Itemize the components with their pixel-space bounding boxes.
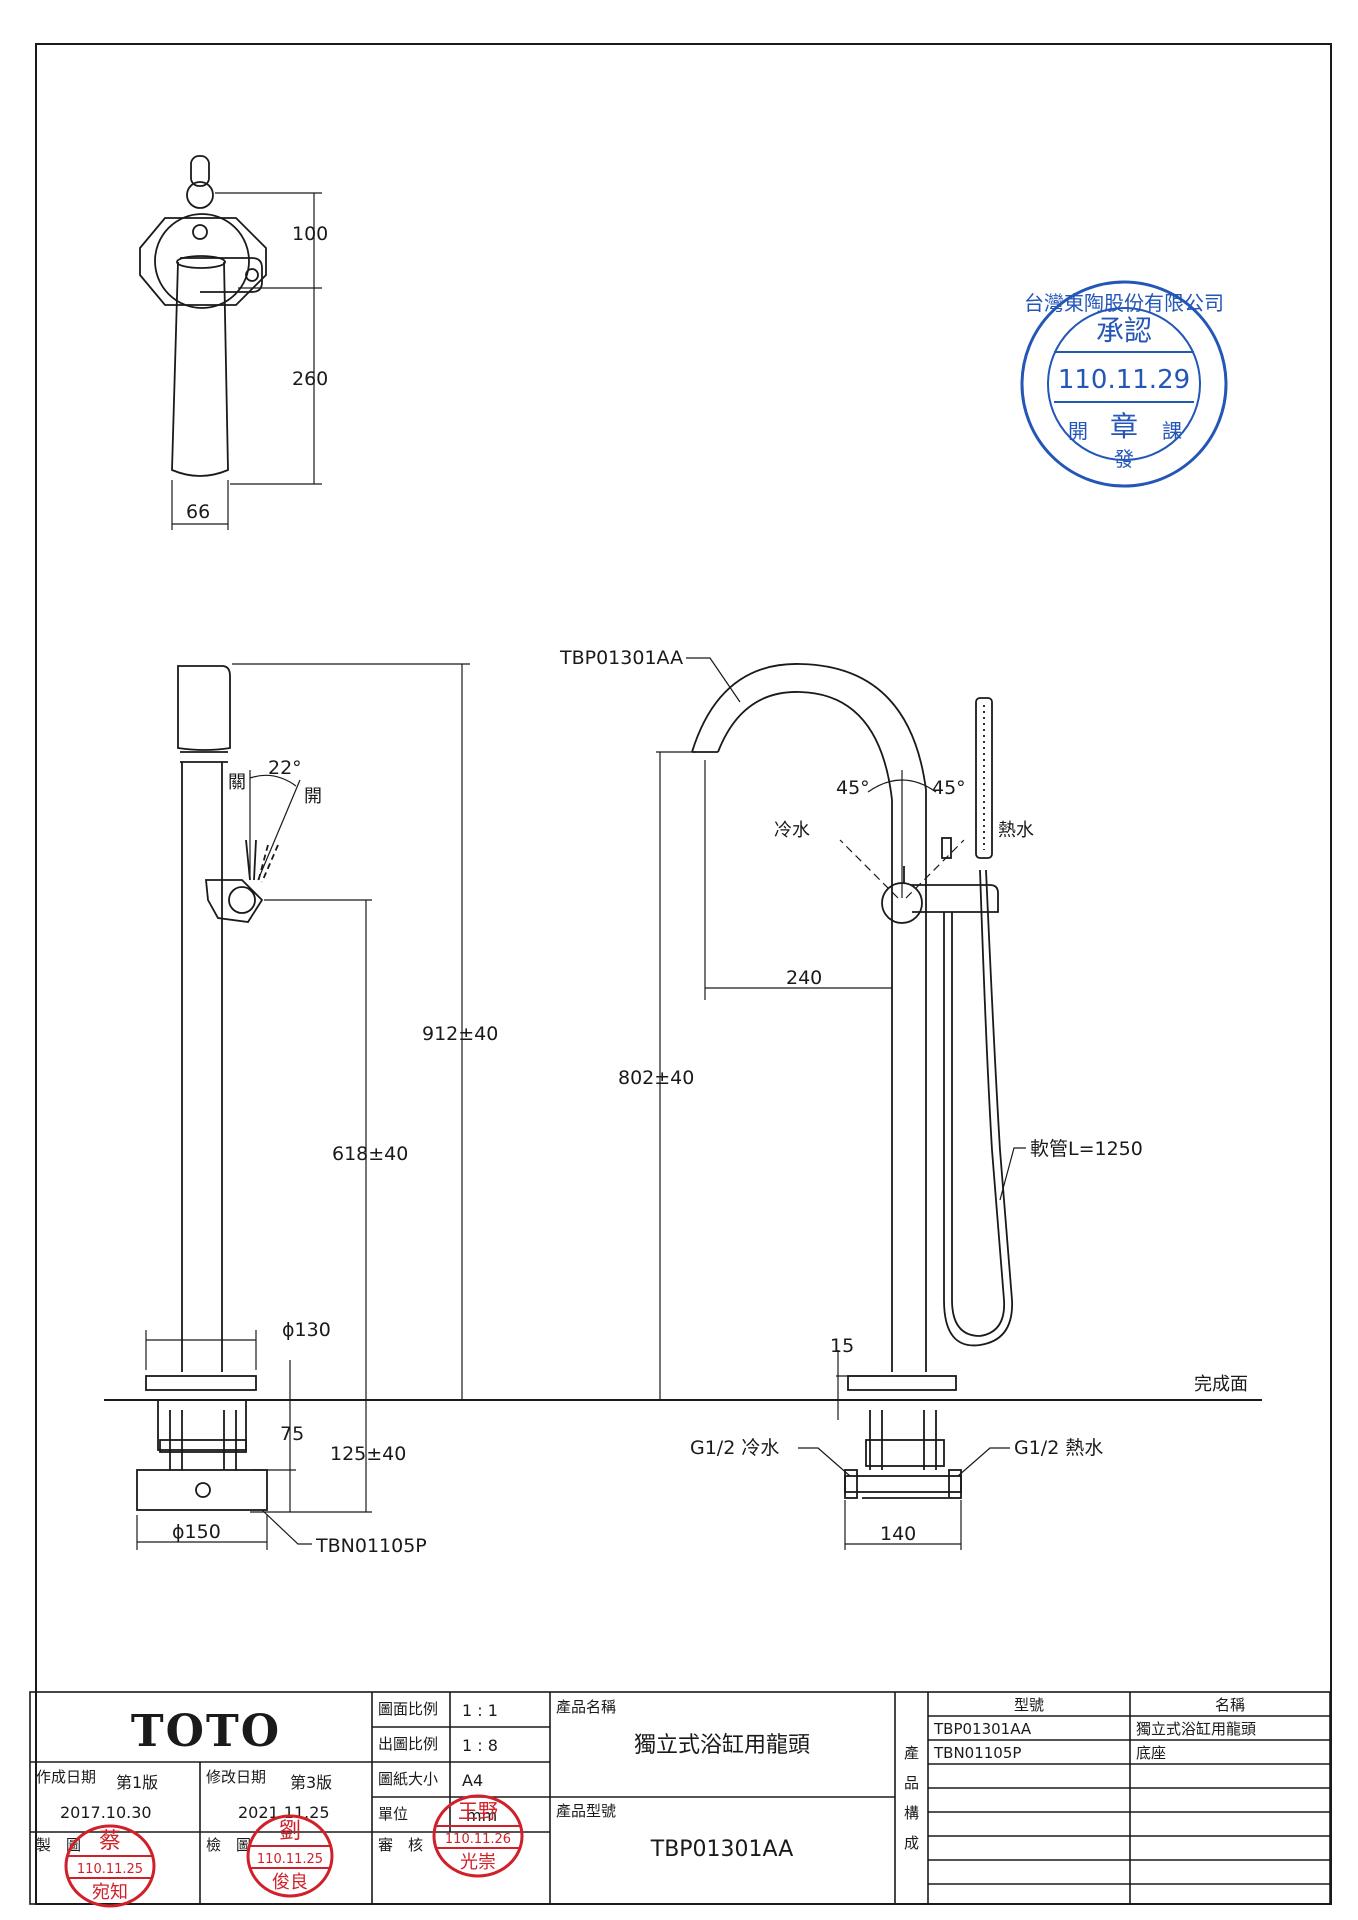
unit-value: mm xyxy=(466,1806,497,1825)
approval-dept-left: 開 xyxy=(1068,419,1088,443)
product-model: TBP01301AA xyxy=(650,1837,794,1862)
parts-header-name: 名稱 xyxy=(1215,1696,1245,1714)
maker-stamp: 蔡 110.11.25 宛知 xyxy=(64,1824,156,1908)
reviewer-stamp-bottom: 光崇 xyxy=(460,1852,496,1873)
inlet-hot: G1/2 熱水 xyxy=(1014,1437,1103,1459)
side-view xyxy=(136,665,279,1511)
reviewer-label: 審 核 xyxy=(378,1836,423,1854)
approval-title: 承認 xyxy=(1096,314,1152,347)
callout-model: TBP01301AA xyxy=(559,647,683,669)
label-close: 關 xyxy=(228,772,246,793)
approval-dept-right: 課 xyxy=(1162,419,1182,443)
angle-22: 22° xyxy=(268,757,302,779)
dim-100: 100 xyxy=(292,223,328,245)
reviewer-stamp-top: 王野 xyxy=(458,1799,498,1823)
hose-label: 軟管L=1250 xyxy=(1030,1138,1143,1160)
checker-label: 檢 圖 xyxy=(206,1836,251,1854)
dim-618: 618±40 xyxy=(332,1143,408,1165)
dim-phi150: ϕ150 xyxy=(172,1521,221,1543)
dim-75: 75 xyxy=(280,1423,304,1445)
approval-stamp xyxy=(1020,280,1228,488)
parts-row-2-name: 底座 xyxy=(1136,1744,1166,1762)
dim-912: 912±40 xyxy=(422,1023,498,1045)
dim-802: 802±40 xyxy=(618,1067,694,1089)
parts-header-model: 型號 xyxy=(1014,1696,1044,1714)
modified-version: 第3版 xyxy=(290,1773,332,1792)
approval-date: 110.11.29 xyxy=(1058,365,1190,395)
composition-char-2: 品 xyxy=(904,1774,919,1792)
approval-dept-mid: 發 xyxy=(1114,447,1134,471)
parts-row-1-model: TBP01301AA xyxy=(933,1720,1032,1738)
product-name-label: 產品名稱 xyxy=(556,1698,616,1716)
angle-left: 45° xyxy=(836,777,870,799)
scale-value: 1 : 1 xyxy=(462,1701,498,1720)
scale-label: 圖面比例 xyxy=(378,1700,438,1718)
dim-66: 66 xyxy=(186,501,210,523)
dim-125: 125±40 xyxy=(330,1443,406,1465)
callout-base: TBN01105P xyxy=(315,1535,427,1557)
angle-right: 45° xyxy=(932,777,966,799)
label-cold: 冷水 xyxy=(774,820,810,841)
label-open: 開 xyxy=(304,786,322,807)
product-model-label: 產品型號 xyxy=(556,1802,616,1820)
created-label: 作成日期 xyxy=(36,1768,96,1786)
maker-stamp-top: 蔡 xyxy=(99,1829,121,1854)
parts-row-2-model: TBN01105P xyxy=(933,1744,1021,1762)
finish-surface-label: 完成面 xyxy=(1194,1374,1248,1395)
side-view-dimensions xyxy=(136,663,470,1550)
reviewer-stamp-date: 110.11.26 xyxy=(445,1832,511,1847)
created-date: 2017.10.30 xyxy=(60,1803,152,1822)
created-version: 第1版 xyxy=(116,1773,158,1792)
composition-char-4: 成 xyxy=(904,1834,919,1852)
composition-char-3: 構 xyxy=(904,1804,919,1822)
modified-label: 修改日期 xyxy=(206,1768,266,1786)
label-hot: 熱水 xyxy=(998,820,1034,841)
brand-logo: TOTO xyxy=(131,1706,281,1757)
composition-char-1: 產 xyxy=(904,1744,919,1762)
front-view xyxy=(691,663,1013,1499)
title-block-grid xyxy=(29,1691,1331,1905)
paper-label: 圖紙大小 xyxy=(378,1770,438,1788)
checker-stamp-bottom: 俊良 xyxy=(272,1872,308,1893)
front-view-dimensions xyxy=(656,657,1026,1550)
approval-seal: 章 xyxy=(1110,410,1138,443)
inlet-cold: G1/2 冷水 xyxy=(690,1437,779,1459)
print-scale-value: 1 : 8 xyxy=(462,1736,498,1755)
dim-140: 140 xyxy=(880,1523,916,1545)
maker-stamp-date: 110.11.25 xyxy=(77,1862,143,1877)
product-name: 獨立式浴缸用龍頭 xyxy=(634,1733,810,1758)
top-view-dimensions xyxy=(171,192,322,530)
reviewer-stamp: 王野 110.11.26 光崇 xyxy=(432,1794,524,1878)
top-view xyxy=(139,155,267,477)
maker-stamp-bottom: 宛知 xyxy=(92,1882,128,1903)
dim-phi130: ϕ130 xyxy=(282,1319,331,1341)
dim-260: 260 xyxy=(292,368,328,390)
checker-stamp-date: 110.11.25 xyxy=(257,1852,323,1867)
checker-stamp-top: 劉 xyxy=(279,1819,301,1844)
unit-label: 單位 xyxy=(378,1805,408,1823)
paper-value: A4 xyxy=(462,1771,483,1790)
modified-date: 2021.11.25 xyxy=(238,1803,330,1822)
print-scale-label: 出圖比例 xyxy=(378,1735,438,1753)
handle-angle-lines xyxy=(839,770,965,899)
parts-row-1-name: 獨立式浴缸用龍頭 xyxy=(1136,1720,1256,1738)
checker-stamp: 劉 110.11.25 俊良 xyxy=(246,1814,334,1898)
dim-240: 240 xyxy=(786,967,822,989)
dim-15: 15 xyxy=(830,1335,854,1357)
approval-company: 台灣東陶股份有限公司 xyxy=(1024,291,1224,315)
